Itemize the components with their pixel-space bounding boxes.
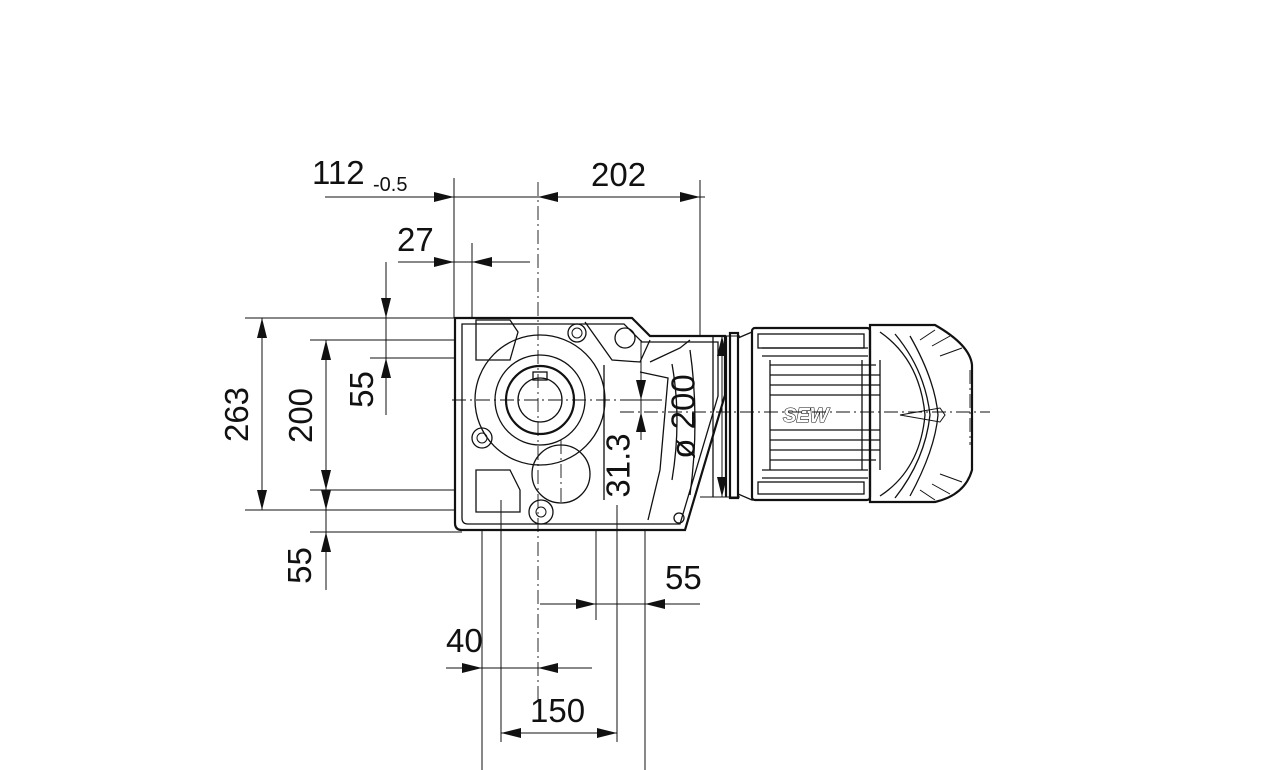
dim-112-tolerance: -0.5 <box>373 174 407 196</box>
sew-logo: SEW <box>783 405 831 427</box>
dim-200-flange-diameter: ø 200 <box>665 374 702 458</box>
dimension-labels: 112 -0.5 202 27 263 200 55 ø 200 31.3 55… <box>218 154 702 729</box>
dim-202: 202 <box>591 156 646 193</box>
dim-27: 27 <box>397 221 434 258</box>
dim-112: 112 <box>312 154 365 191</box>
dim-55-upper: 55 <box>343 371 380 408</box>
dim-150: 150 <box>530 692 585 729</box>
motor: SEW <box>712 323 974 504</box>
dim-55-lower-right: 55 <box>665 559 702 596</box>
dim-263: 263 <box>218 387 255 442</box>
dim-40: 40 <box>446 622 483 659</box>
dimension-lines <box>257 192 727 738</box>
center-lines <box>452 182 990 700</box>
dim-55-lower-left: 55 <box>281 547 318 584</box>
extension-lines <box>245 178 740 770</box>
dim-200-height: 200 <box>282 388 319 443</box>
dim-31-3: 31.3 <box>600 433 637 497</box>
